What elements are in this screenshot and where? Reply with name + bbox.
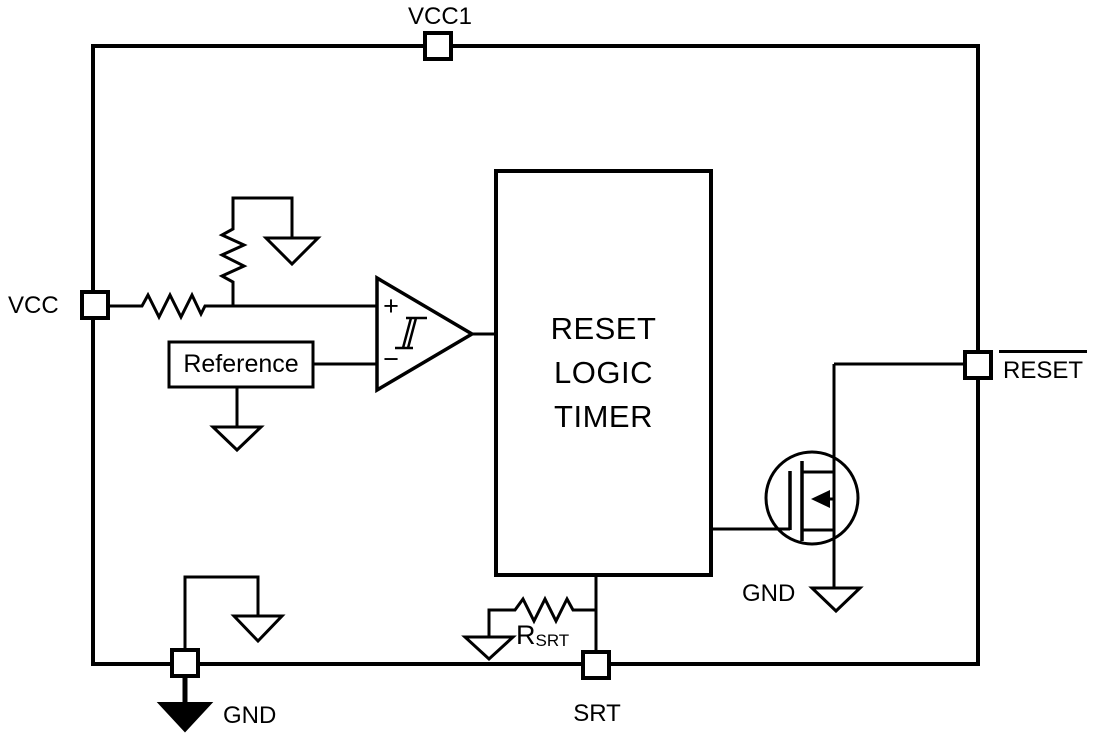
pin-label-gnd: GND xyxy=(223,702,277,729)
reset-logic-timer-label: RESET LOGIC TIMER xyxy=(496,171,711,575)
rsrt-label-subscript: SRT xyxy=(535,631,570,650)
pin-label-vcc: VCC xyxy=(8,292,59,319)
reference-box xyxy=(167,340,315,389)
pin-square-gnd xyxy=(170,648,200,678)
solid-ground-arrow-icon xyxy=(156,702,214,733)
timer-label-line2: LOGIC xyxy=(554,355,653,390)
gnd-return-wire xyxy=(183,575,260,651)
timer-label-line1: RESET xyxy=(550,311,657,346)
mosfet-icon xyxy=(764,450,860,546)
pin-label-srt: SRT xyxy=(573,700,621,727)
ground-arrow-icon xyxy=(209,425,265,453)
pullup-resistor-icon xyxy=(218,196,294,306)
ground-arrow-icon xyxy=(461,635,517,662)
rsrt-resistor-label: RSRT xyxy=(516,620,570,651)
hysteresis-icon xyxy=(395,316,427,350)
mosfet-source-gnd-label: GND xyxy=(742,580,796,607)
ground-arrow-icon xyxy=(262,236,322,267)
mosfet-body-arrow-icon xyxy=(811,490,830,508)
comparator-plus-input-label: + xyxy=(383,291,399,321)
reset-logic-timer-box xyxy=(494,169,713,577)
pin-square-srt xyxy=(581,650,611,680)
rsrt-label-base: R xyxy=(516,620,536,650)
pin-square-vcc1 xyxy=(423,31,453,61)
timer-label-line3: TIMER xyxy=(554,399,653,434)
pin-square-vcc xyxy=(80,290,110,320)
comparator-minus-input-label: − xyxy=(383,344,399,374)
ground-arrow-icon xyxy=(230,614,286,644)
reference-block-label: Reference xyxy=(183,349,299,378)
pin-label-vcc1: VCC1 xyxy=(407,3,473,30)
rsrt-resistor-icon xyxy=(487,595,596,637)
pin-label-reset: RESET xyxy=(999,350,1088,384)
comparator-icon xyxy=(375,274,476,394)
reset-active-low-text: RESET xyxy=(999,350,1088,384)
ground-arrow-icon xyxy=(808,586,864,614)
vcc-input-wire-resistor-icon xyxy=(108,291,377,321)
pin-square-reset xyxy=(963,350,993,380)
